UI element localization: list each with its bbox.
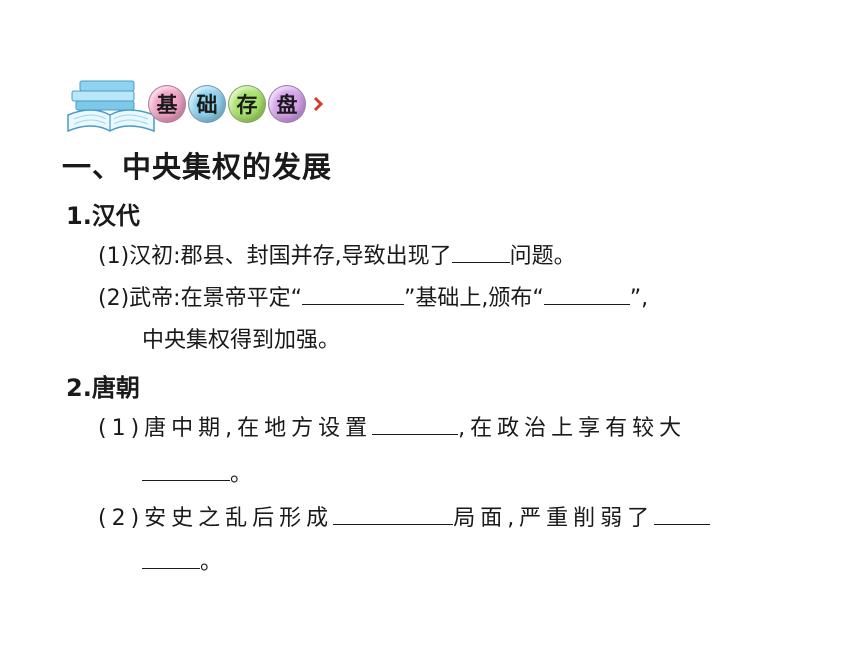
item-number: (1) [98, 416, 145, 441]
item-text: 武帝:在景帝平定“ [129, 286, 302, 311]
answer-blank[interactable] [372, 412, 459, 435]
answer-blank[interactable] [142, 458, 230, 481]
tang-item-1-cont: 。 [142, 458, 252, 490]
han-item-2: (2)武帝:在景帝平定“ ”基础上,颁布“ ”, [98, 282, 648, 314]
badge-1: 基 [148, 85, 186, 123]
item-number: (2) [98, 506, 145, 531]
answer-blank[interactable] [654, 502, 711, 525]
item-text: ”基础上,颁布“ [403, 286, 544, 311]
answer-blank[interactable] [142, 546, 200, 569]
item-text: ”, [629, 286, 649, 311]
item-text: 安史之乱后形成 [144, 506, 334, 531]
books-icon [67, 80, 155, 133]
tang-item-1: (1)唐中期,在地方设置 ,在政治上享有较大 [98, 412, 686, 444]
item-text: 。 [230, 462, 253, 487]
item-text: 汉初:郡县、封国并存,导致出现了 [129, 244, 452, 269]
heading-tang: 2.唐朝 [66, 374, 140, 402]
item-number: (2) [98, 286, 130, 311]
badge-4: 盘 [268, 85, 306, 123]
chevron-right-icon [313, 96, 324, 112]
item-text: 问题。 [509, 244, 576, 269]
answer-blank[interactable] [333, 502, 454, 525]
item-number: (1) [98, 244, 130, 269]
han-item-2-cont: 中央集权得到加强。 [142, 326, 340, 356]
item-text: 唐中期,在地方设置 [144, 416, 373, 441]
badge-2: 础 [188, 85, 226, 123]
item-text: 局面,严重削弱了 [453, 506, 655, 531]
item-text: 。 [200, 550, 223, 575]
han-item-1: (1)汉初:郡县、封国并存,导致出现了 问题。 [98, 240, 576, 272]
tang-item-2-cont: 。 [142, 546, 222, 578]
tang-item-2: (2)安史之乱后形成 局面,严重削弱了 [98, 502, 711, 534]
section-banner: 基 础 存 盘 [62, 75, 342, 137]
answer-blank[interactable] [301, 282, 404, 305]
answer-blank[interactable] [543, 282, 630, 305]
answer-blank[interactable] [451, 240, 510, 263]
section-badges: 基 础 存 盘 [148, 85, 324, 123]
item-text: ,在政治上享有较大 [458, 416, 687, 441]
section-title: 一、中央集权的发展 [62, 150, 333, 184]
heading-han: 1.汉代 [66, 202, 140, 230]
item-text: 中央集权得到加强。 [142, 328, 341, 353]
badge-3: 存 [228, 85, 266, 123]
